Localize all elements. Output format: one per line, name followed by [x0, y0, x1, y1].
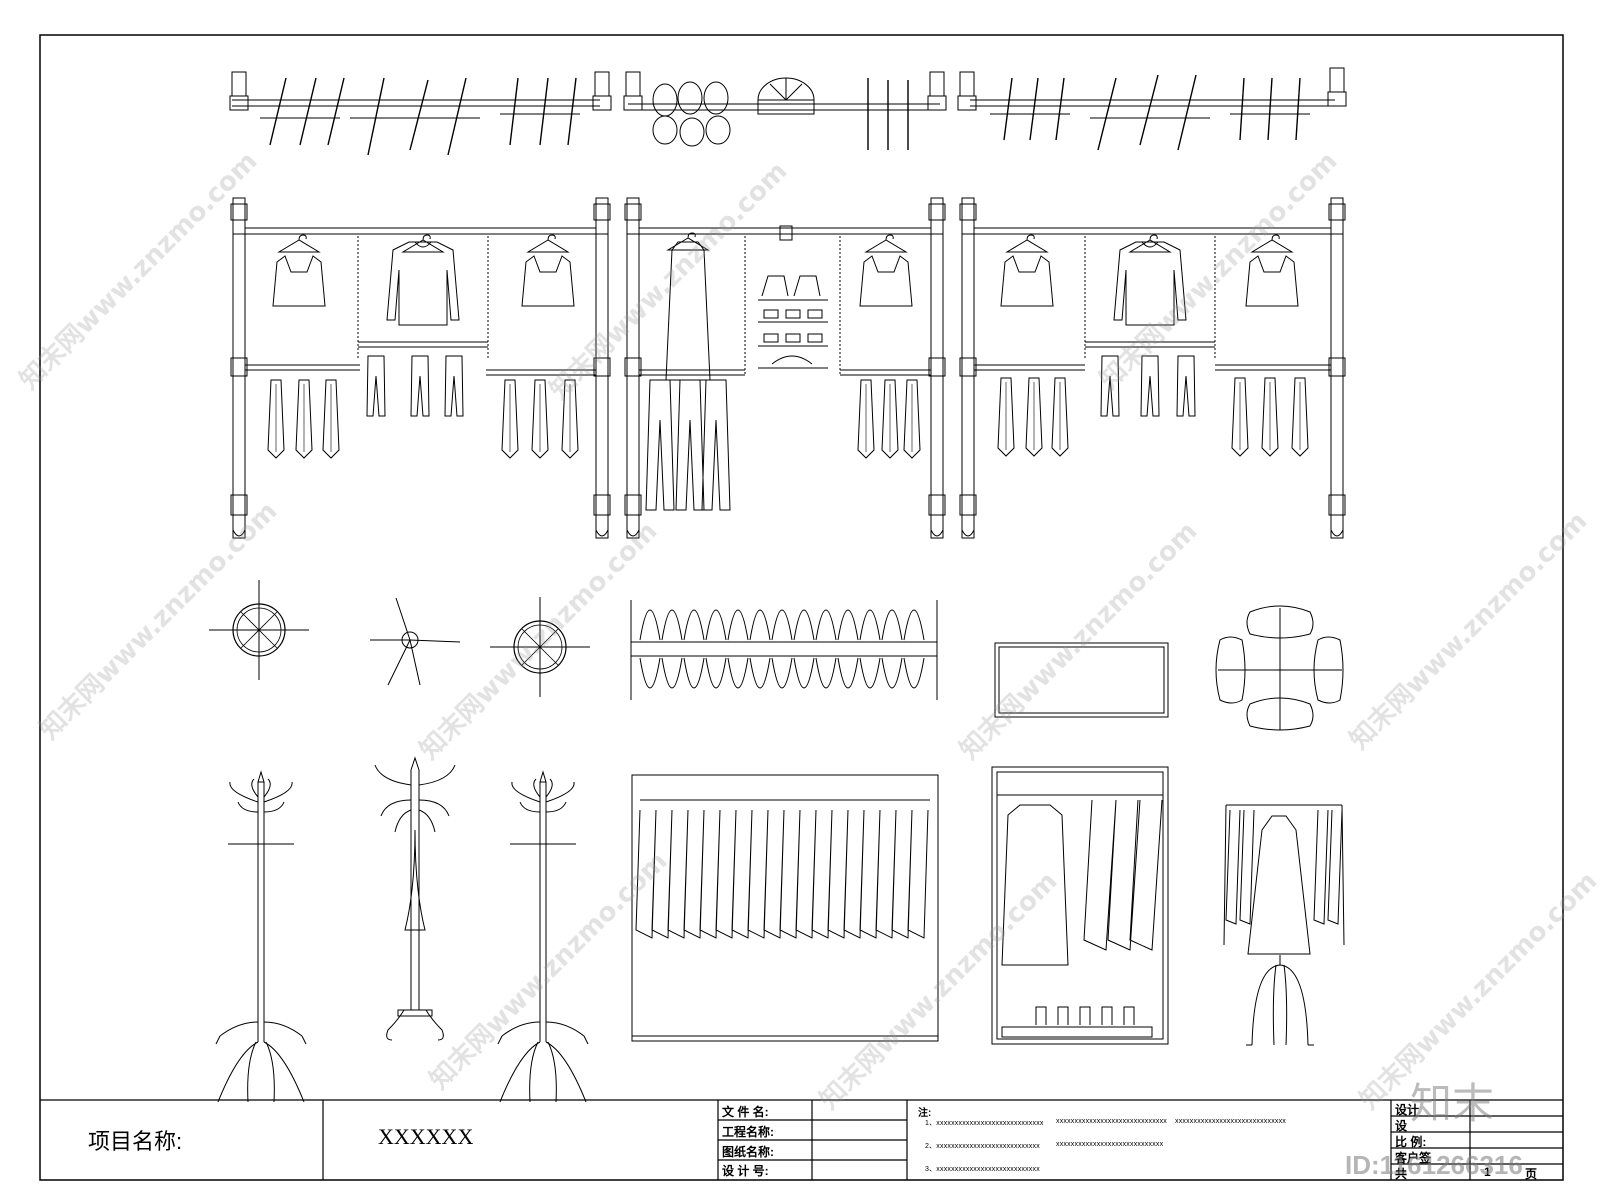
- project-name-value: XXXXXX: [378, 1124, 474, 1149]
- project-name-label: 项目名称:: [88, 1129, 183, 1154]
- plan-symbols-row: [208, 579, 1344, 731]
- designer-label: 设计: [1395, 1103, 1420, 1117]
- client-sign-label: 客户签: [1395, 1151, 1432, 1165]
- top-plan-views: [229, 67, 1347, 156]
- drawing-name-label: 图纸名称:: [722, 1145, 774, 1159]
- note-1b: xxxxxxxxxxxxxxxxxxxxxxxxxxxxxx: [1056, 1118, 1167, 1125]
- drawing-frame: [39, 34, 1564, 1181]
- note-3: 3、xxxxxxxxxxxxxxxxxxxxxxxxxxxx: [925, 1166, 1040, 1173]
- id-watermark: ID:1161266316: [1345, 1150, 1523, 1180]
- scale-label: 比 例:: [1395, 1135, 1427, 1149]
- brand-watermark: 知末: [1410, 1080, 1495, 1127]
- notes-label: 注:: [918, 1108, 932, 1119]
- page-unit: 页: [1525, 1167, 1538, 1181]
- note-1: 1、xxxxxxxxxxxxxxxxxxxxxxxxxxxxx: [925, 1120, 1044, 1127]
- total-pages-label: 共: [1395, 1167, 1408, 1181]
- note-2: 2、xxxxxxxxxxxxxxxxxxxxxxxxxxxx: [925, 1143, 1040, 1150]
- design-number-label: 设 计 号:: [722, 1164, 769, 1178]
- note-2b: xxxxxxxxxxxxxxxxxxxxxxxxxxxxx: [1056, 1141, 1164, 1148]
- project-title-label: 工程名称:: [722, 1125, 774, 1139]
- design-label: 设: [1395, 1119, 1408, 1133]
- elevation-wall-units: [230, 197, 1346, 539]
- page-number: 1: [1484, 1165, 1491, 1179]
- file-name-label: 文 件 名:: [722, 1105, 769, 1119]
- title-block-grid: [40, 1099, 1563, 1180]
- note-1c: xxxxxxxxxxxxxxxxxxxxxxxxxxxxxx: [1175, 1118, 1286, 1125]
- bottom-elevations: [215, 756, 1345, 1103]
